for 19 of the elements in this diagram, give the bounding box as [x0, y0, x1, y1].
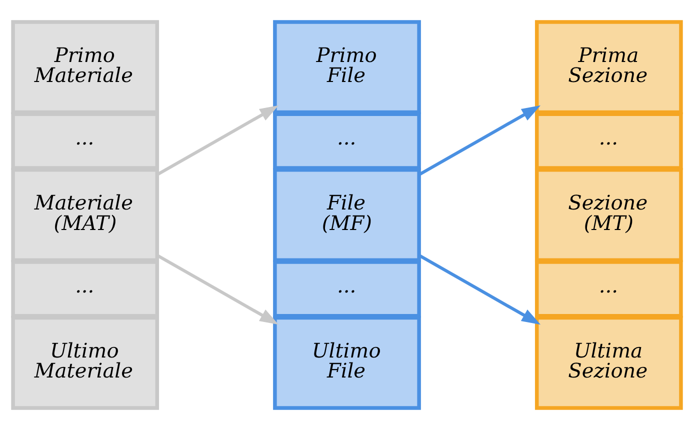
node-box: ...	[534, 112, 683, 170]
node-box: ...	[273, 112, 421, 170]
node-box: Prima Sezione	[534, 20, 683, 114]
node-box: Ultimo Materiale	[11, 316, 160, 410]
arrow	[156, 254, 279, 325]
node-box: Ultimo File	[273, 316, 421, 410]
node-box: File (MF)	[273, 168, 421, 262]
node-box: Materiale (MAT)	[11, 168, 160, 262]
node-box: ...	[11, 260, 160, 318]
node-box: ...	[11, 112, 160, 170]
arrow	[156, 105, 279, 176]
node-box: Primo Materiale	[11, 20, 160, 114]
node-box: Ultima Sezione	[534, 316, 683, 410]
node-box: Primo File	[273, 20, 421, 114]
node-box: ...	[534, 260, 683, 318]
arrow	[418, 105, 541, 176]
node-box: Sezione (MT)	[534, 168, 683, 262]
arrow	[418, 254, 541, 325]
node-box: ...	[273, 260, 421, 318]
